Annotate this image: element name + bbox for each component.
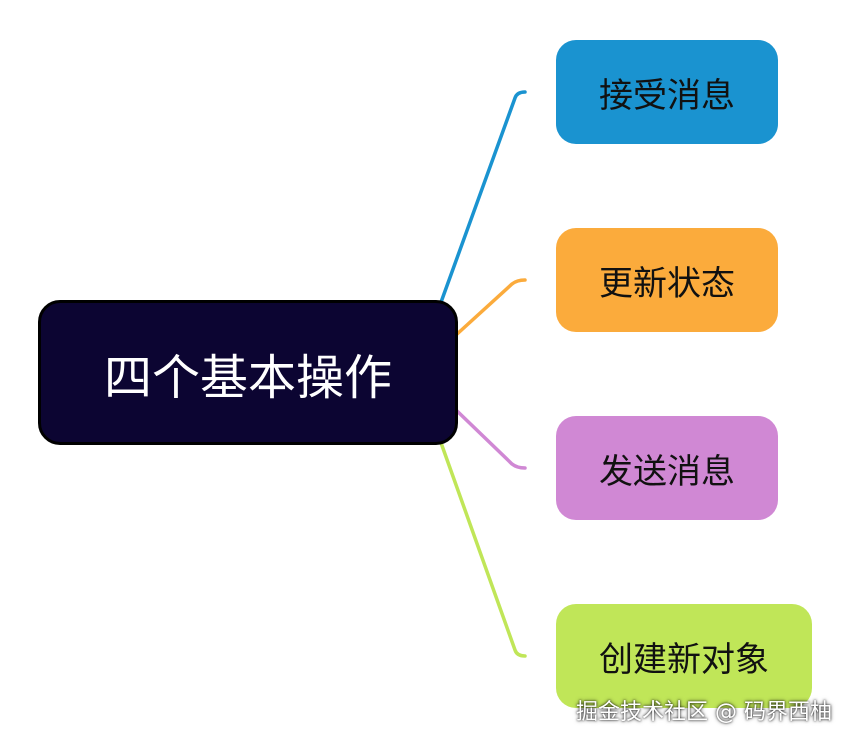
branch-node-receive-message: 接受消息: [556, 40, 778, 144]
branch-node-create-object: 创建新对象: [556, 604, 812, 708]
connector-line-0: [438, 90, 527, 307]
branch-node-update-state: 更新状态: [556, 228, 778, 332]
connector-line-2: [454, 408, 527, 470]
branch-node-label: 创建新对象: [599, 639, 769, 680]
connector-line-3: [438, 438, 527, 658]
branch-node-send-message: 发送消息: [556, 416, 778, 520]
root-node-label: 四个基本操作: [103, 349, 392, 406]
branch-node-label: 接受消息: [599, 75, 735, 116]
watermark: 掘金技术社区 @ 码界西柚: [576, 700, 832, 725]
connector-line-1: [454, 278, 527, 337]
branch-node-label: 发送消息: [599, 451, 735, 492]
branch-node-label: 更新状态: [599, 263, 735, 304]
root-node: 四个基本操作: [38, 300, 458, 445]
